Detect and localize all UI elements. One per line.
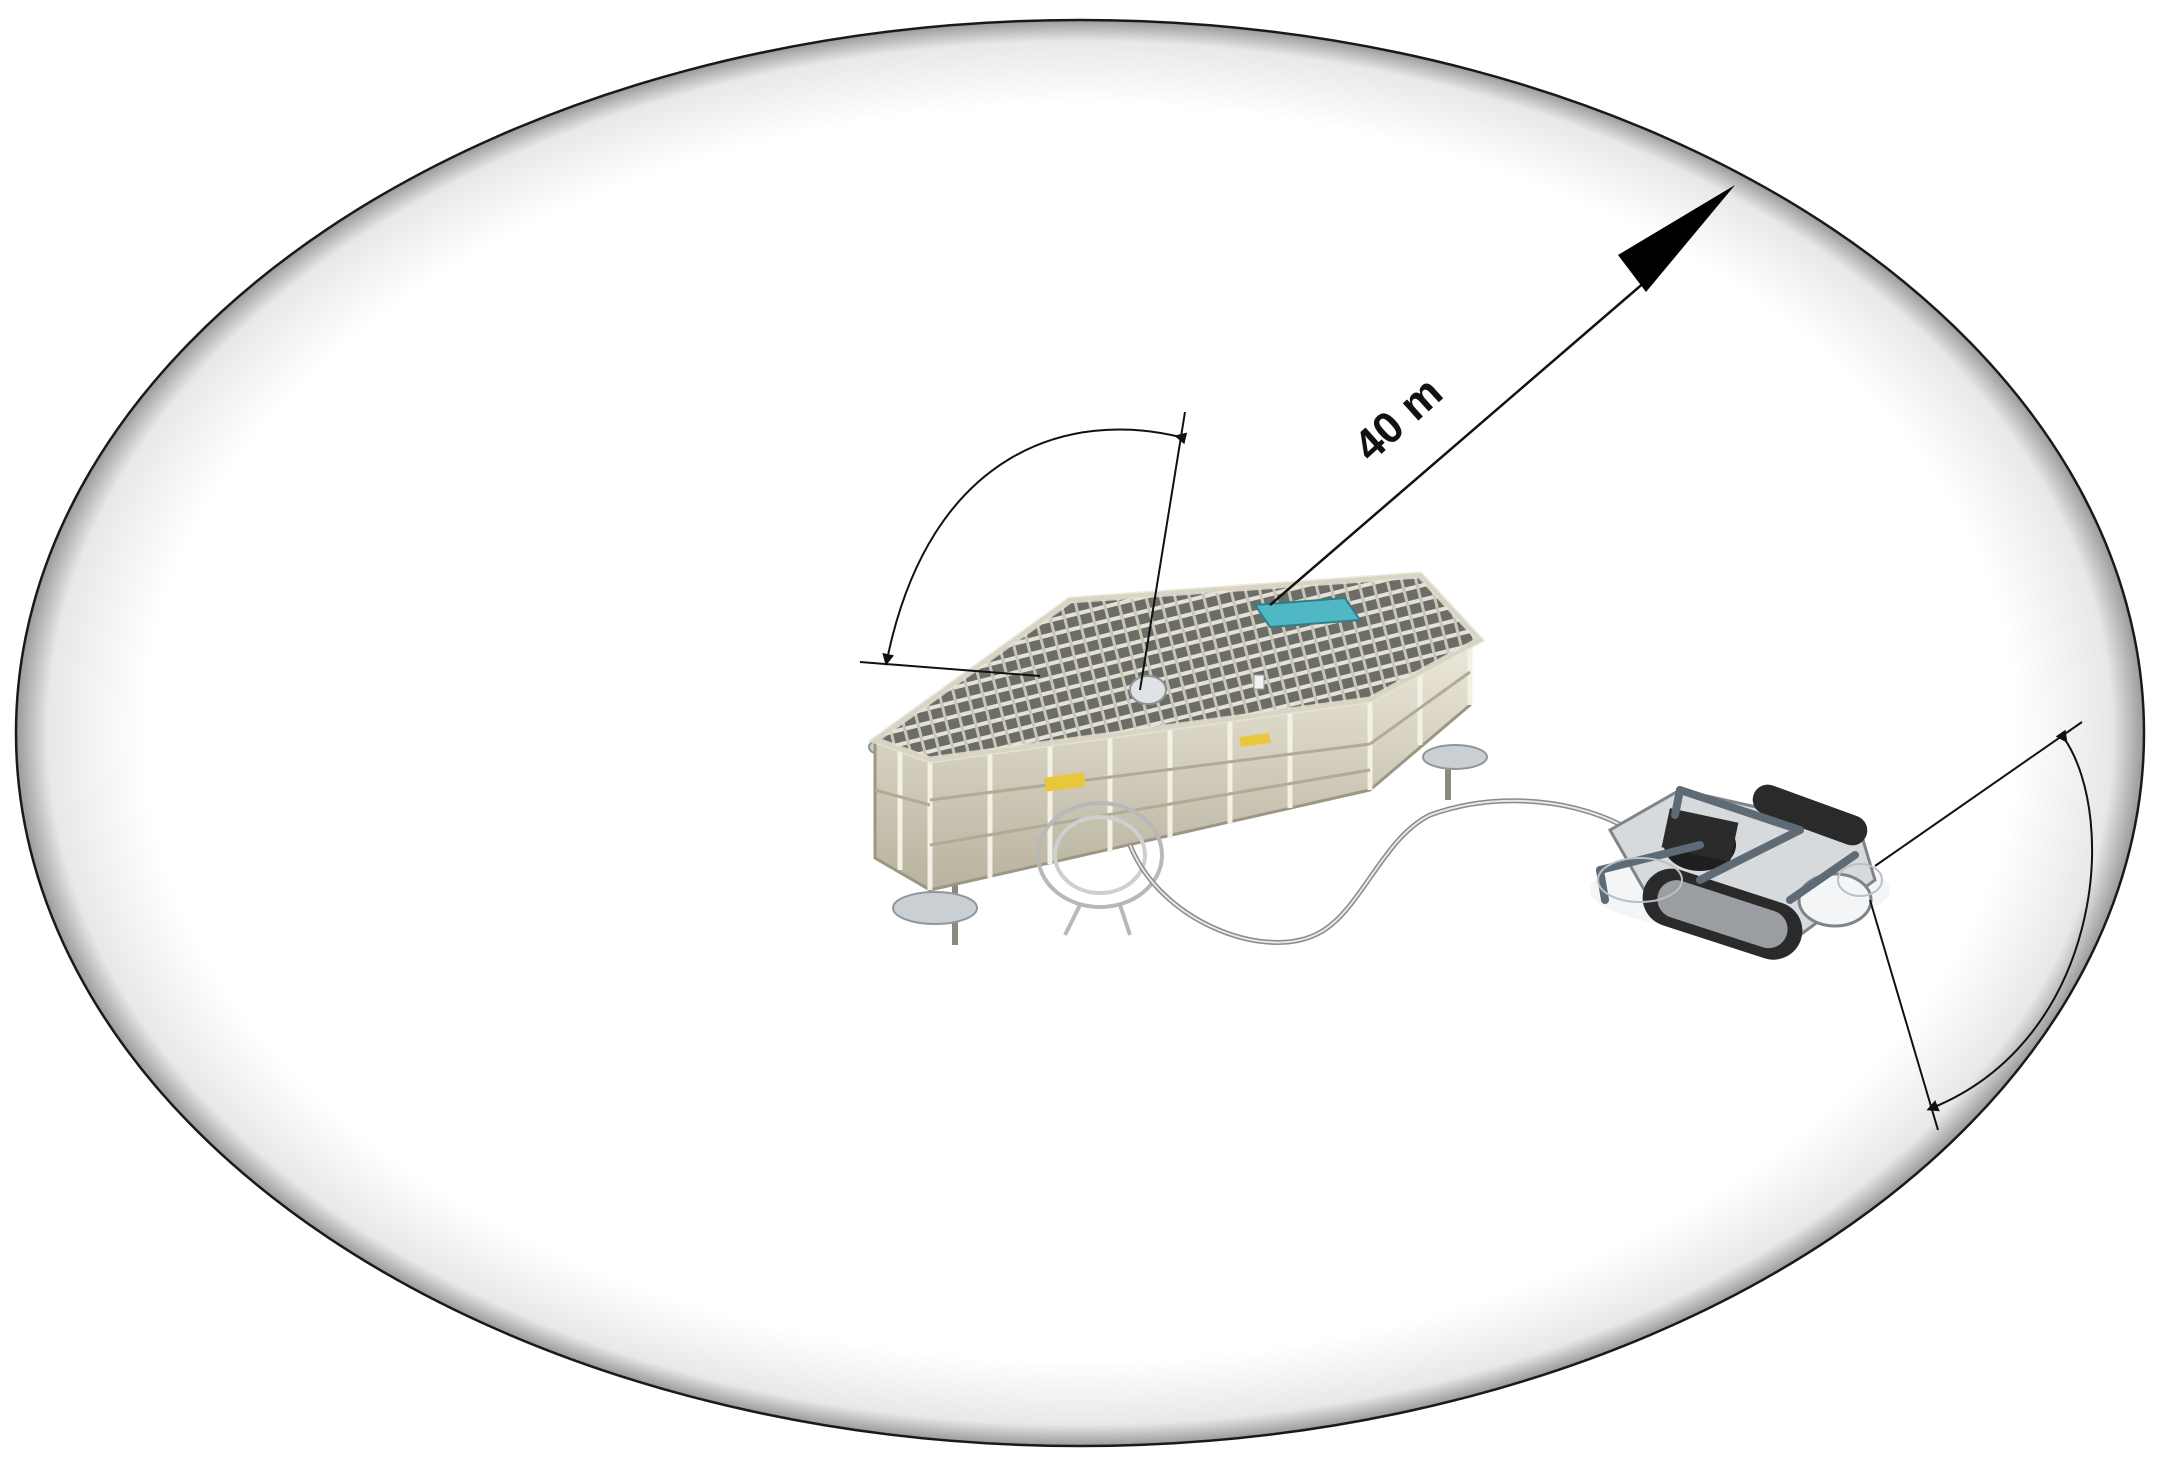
radius-arrow [1269, 185, 1735, 606]
lander-frame-icon [867, 571, 1488, 945]
tracked-crawler-icon [1590, 784, 1890, 960]
lander-angle-indicator [859, 411, 1188, 691]
crawler-angle-indicator [1869, 721, 2093, 1131]
tether-reel [1036, 801, 1164, 936]
arrow-head-icon [1618, 185, 1735, 292]
